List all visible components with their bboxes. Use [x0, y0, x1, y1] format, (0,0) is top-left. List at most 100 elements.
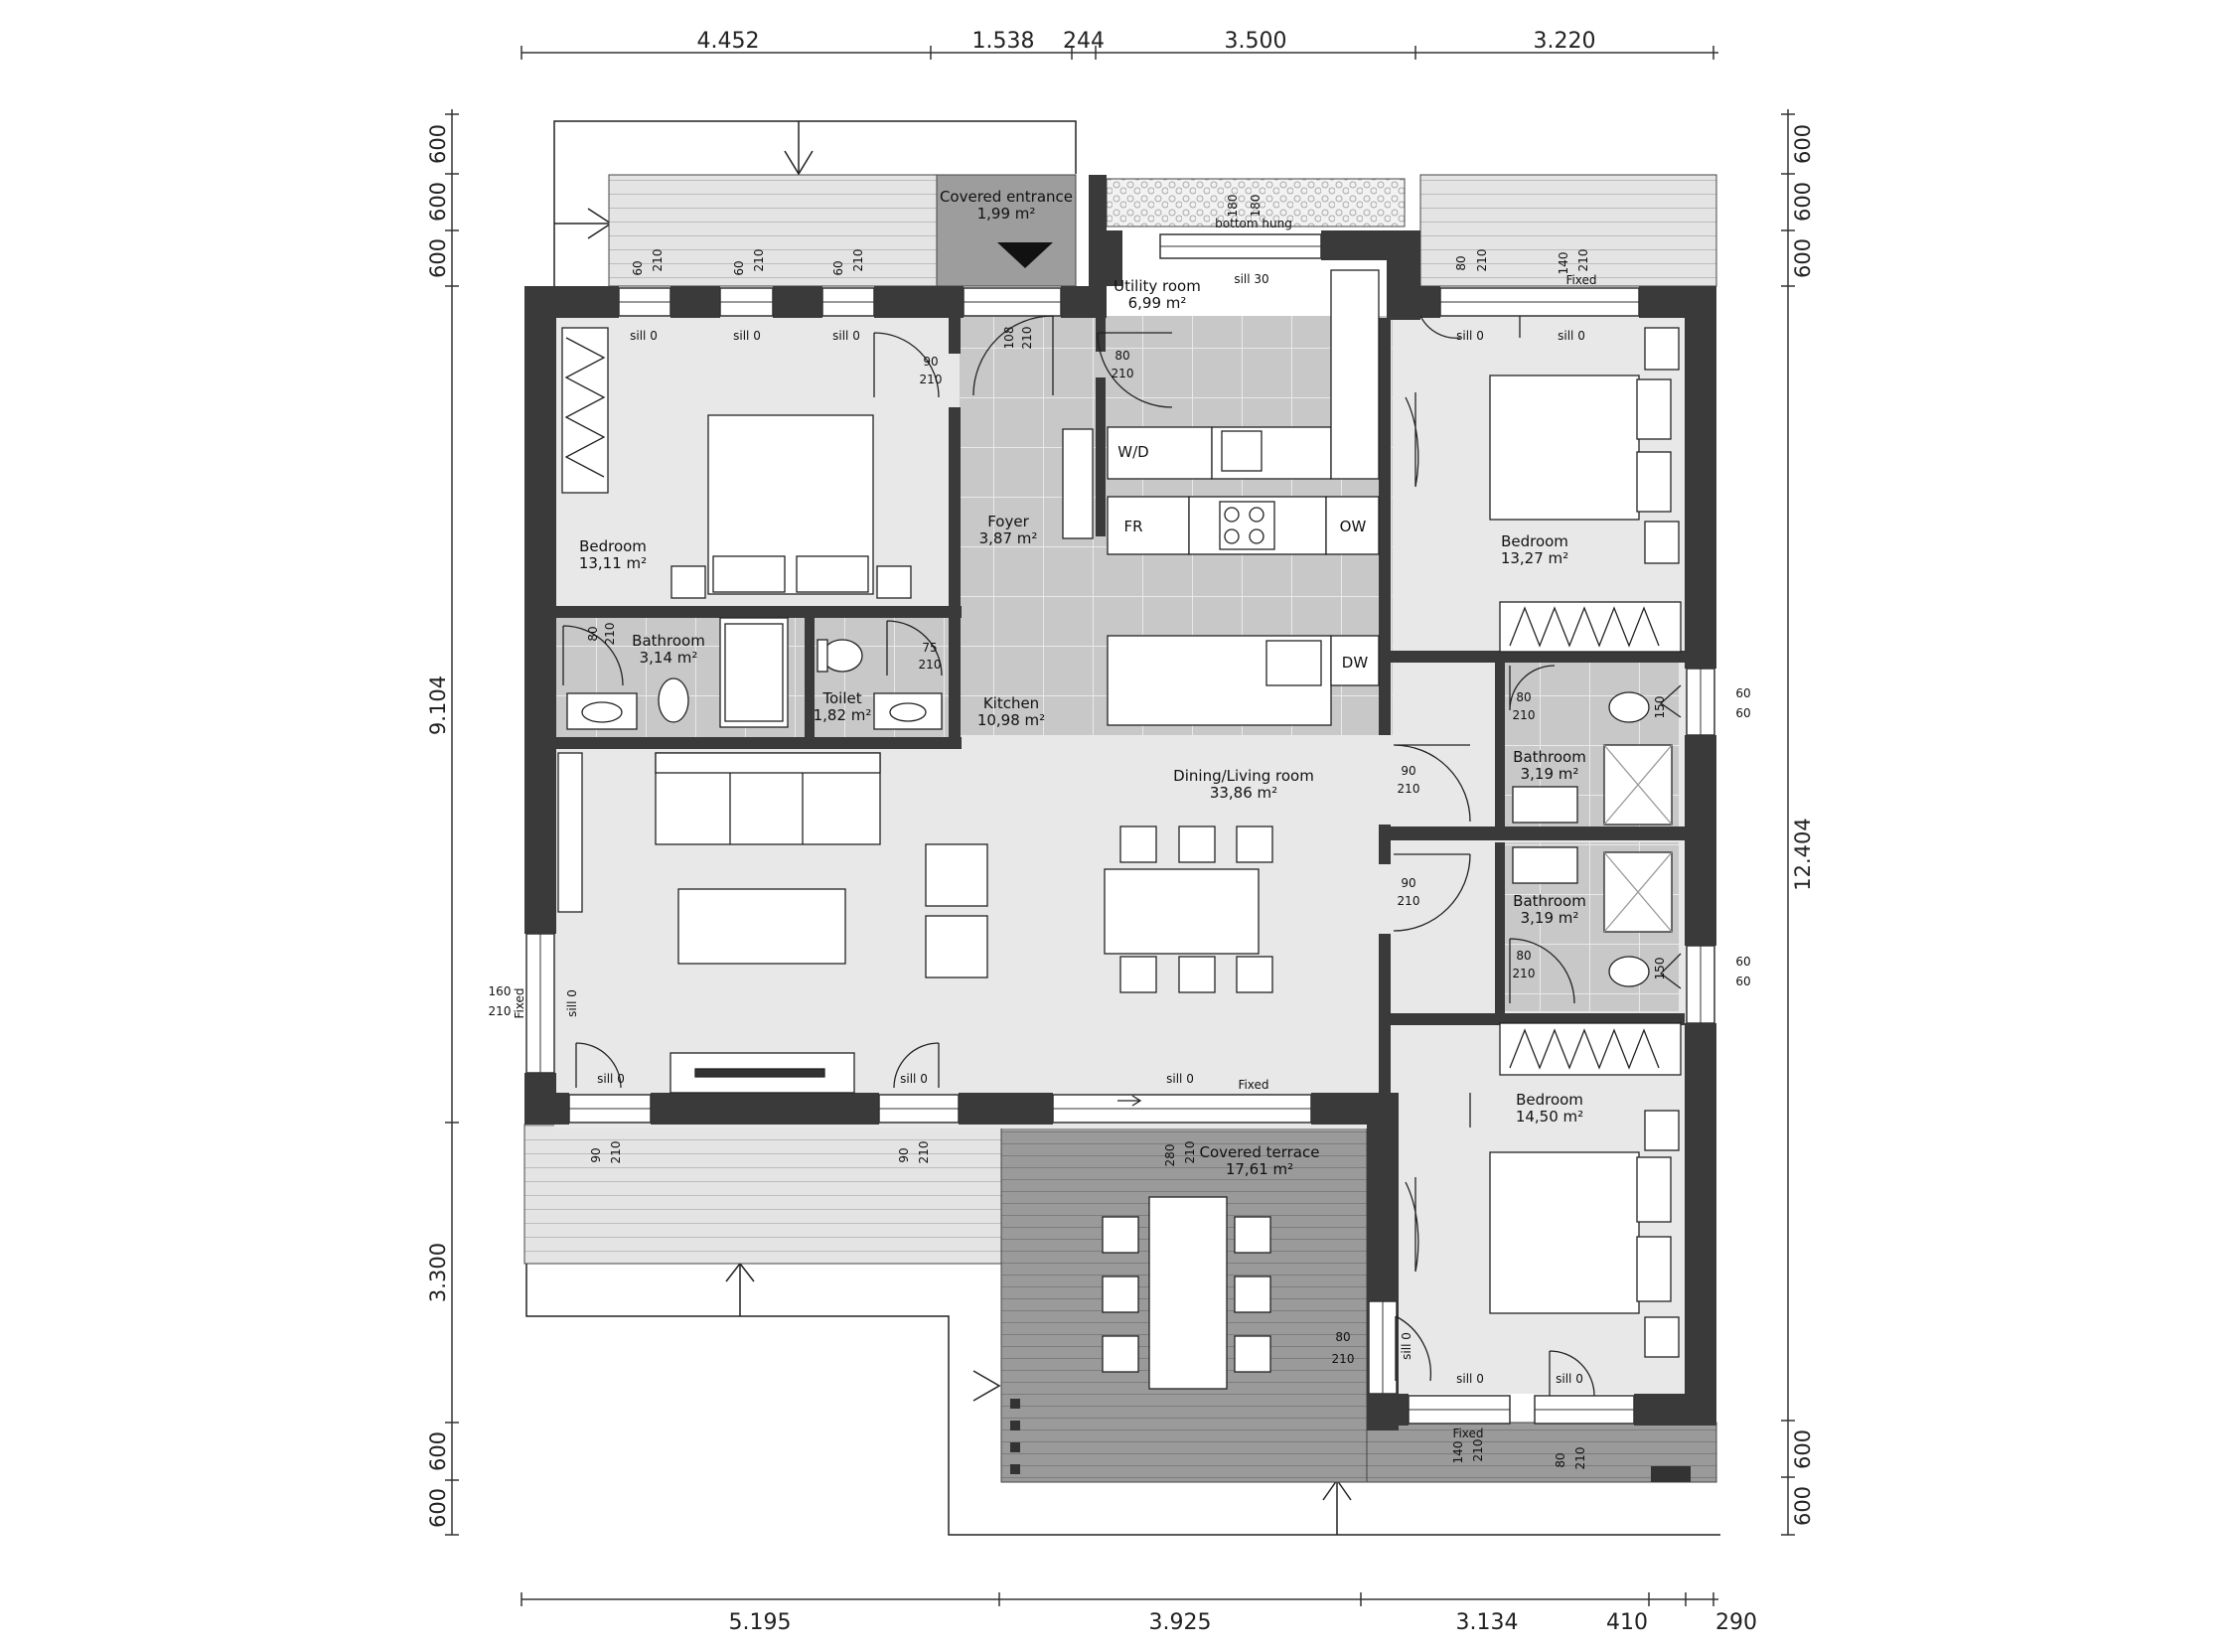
win-h-bath3: 150: [1653, 958, 1667, 980]
room-area-toilet: 1,82 m²: [814, 706, 872, 724]
dishwasher-label: DW: [1342, 654, 1369, 672]
win-h-bot-2: 210: [1573, 1447, 1587, 1470]
room-name-foyer: Foyer: [987, 513, 1029, 530]
win-h-2: 210: [752, 249, 766, 272]
room-area-dining-living: 33,86 m²: [1210, 784, 1277, 802]
deck-bottom-left: [523, 1124, 1002, 1265]
sill-0-1: sill 0: [630, 329, 658, 343]
room-name-bedroom-2: Bedroom: [1501, 532, 1568, 550]
entrance-marker: [997, 242, 1053, 268]
room-area-covered-entrance: 1,99 m²: [977, 205, 1036, 223]
dim-left-7: 600: [426, 1488, 450, 1528]
room-name-covered-entrance: Covered entrance: [940, 188, 1073, 206]
dim-right-1: 600: [1791, 124, 1815, 164]
door-w-bath3: 80: [1516, 949, 1531, 963]
room-name-kitchen: Kitchen: [983, 694, 1039, 712]
sill-0-10: sill 0: [1556, 1372, 1583, 1386]
room-name-bedroom-3: Bedroom: [1516, 1091, 1583, 1109]
dim-left-1: 600: [426, 124, 450, 164]
dim-left-2: 600: [426, 182, 450, 222]
door-h-bed1: 210: [920, 373, 943, 386]
note-bottom-hung: bottom hung: [1215, 217, 1292, 230]
room-area-bedroom-2: 13,27 m²: [1501, 549, 1568, 567]
win-w-bot-1: 140: [1451, 1441, 1465, 1464]
door-w-bath2: 80: [1516, 690, 1531, 704]
door-h-bl2: 210: [917, 1141, 931, 1164]
oven-label: OW: [1340, 518, 1367, 535]
win-h-3: 210: [851, 249, 865, 272]
sill-0-2: sill 0: [733, 329, 761, 343]
door-w-bed3-ext: 80: [1335, 1330, 1350, 1344]
win-w-3: 60: [831, 260, 845, 275]
win-h-r1: 60: [1735, 706, 1750, 720]
door-h-foyer: 210: [1020, 327, 1034, 350]
sliding-door-arrow: [1117, 1095, 1142, 1107]
door-w-bl2: 90: [897, 1147, 911, 1162]
note-fixed-living: Fixed: [1238, 1078, 1268, 1092]
dim-right-2: 600: [1791, 182, 1815, 222]
fridge-label: FR: [1123, 518, 1142, 535]
sill-0-6: sill 0: [597, 1072, 625, 1086]
door-w-terrace: 280: [1163, 1144, 1177, 1167]
dim-bottom-1: 5.195: [729, 1610, 792, 1635]
win-h-bed2-2: 210: [1576, 249, 1590, 272]
win-w-bot-2: 80: [1554, 1452, 1567, 1467]
room-name-bedroom-1: Bedroom: [579, 537, 647, 555]
sill-0-9: sill 0: [1456, 1372, 1484, 1386]
furniture: [557, 269, 1682, 1390]
room-area-utility: 6,99 m²: [1128, 294, 1187, 312]
win-w-2: 60: [732, 260, 746, 275]
room-area-foyer: 3,87 m²: [979, 529, 1038, 547]
gravel-bed: [1106, 178, 1406, 227]
note-fixed-left: Fixed: [513, 987, 526, 1018]
door-w-util: 80: [1115, 349, 1129, 363]
win-h-bath2: 150: [1653, 696, 1667, 719]
opening-annotations: bottom hung sill 30 Fixed Fixed sill 0 s…: [489, 195, 1751, 1470]
wardrobe-1: [561, 327, 609, 494]
dim-top-1: 4.452: [697, 29, 760, 54]
window-glazing-lines: [539, 245, 1702, 1411]
win-w-util-1: 180: [1226, 195, 1240, 218]
dim-bottom-4: 410: [1606, 1610, 1648, 1635]
win-h-bot-1: 210: [1471, 1439, 1485, 1462]
sill-0-11: sill 0: [565, 989, 579, 1017]
door-h-bed2: 210: [1398, 782, 1420, 796]
door-h-bath1: 210: [603, 623, 617, 646]
dim-top-2: 1.538: [972, 29, 1035, 54]
door-h-terrace: 210: [1183, 1141, 1197, 1164]
dim-top-5: 3.220: [1534, 29, 1596, 54]
win-w-bed2-2: 140: [1557, 252, 1570, 275]
dimension-lines: [445, 46, 1795, 1606]
win-w-1: 60: [631, 260, 645, 275]
dim-right-4: 12.404: [1791, 818, 1815, 890]
sill-0-12: sill 0: [1400, 1332, 1413, 1360]
win-h-1: 210: [651, 249, 665, 272]
door-w-bed3: 90: [1401, 876, 1415, 890]
door-w-toilet: 75: [922, 641, 937, 655]
room-name-dining-living: Dining/Living room: [1173, 767, 1314, 785]
room-area-bathroom-3: 3,19 m²: [1521, 909, 1579, 927]
dim-right-5: 600: [1791, 1429, 1815, 1469]
room-area-kitchen: 10,98 m²: [977, 711, 1045, 729]
door-w-foyer: 108: [1002, 327, 1016, 350]
deck-top-left: [608, 174, 938, 287]
dim-bottom-5: 290: [1715, 1610, 1757, 1635]
win-h-bed2-1: 210: [1475, 249, 1489, 272]
dim-right-6: 600: [1791, 1486, 1815, 1526]
room-name-bathroom-1: Bathroom: [632, 632, 705, 650]
room-name-bathroom-3: Bathroom: [1513, 892, 1586, 910]
dim-top-4: 3.500: [1225, 29, 1287, 54]
note-fixed-bottom: Fixed: [1452, 1427, 1483, 1440]
door-h-bed3-ext: 210: [1332, 1352, 1355, 1366]
room-area-covered-terrace: 17,61 m²: [1226, 1160, 1293, 1178]
door-h-bath2: 210: [1513, 708, 1536, 722]
room-area-bedroom-1: 13,11 m²: [579, 554, 647, 572]
dim-left-5: 3.300: [426, 1243, 450, 1302]
dim-top-3: 244: [1063, 29, 1105, 54]
dim-right-3: 600: [1791, 238, 1815, 278]
dim-left-3: 600: [426, 238, 450, 278]
win-w-bed2-1: 80: [1454, 255, 1468, 270]
room-area-bathroom-1: 3,14 m²: [640, 649, 698, 667]
win-h-r2: 60: [1735, 975, 1750, 988]
